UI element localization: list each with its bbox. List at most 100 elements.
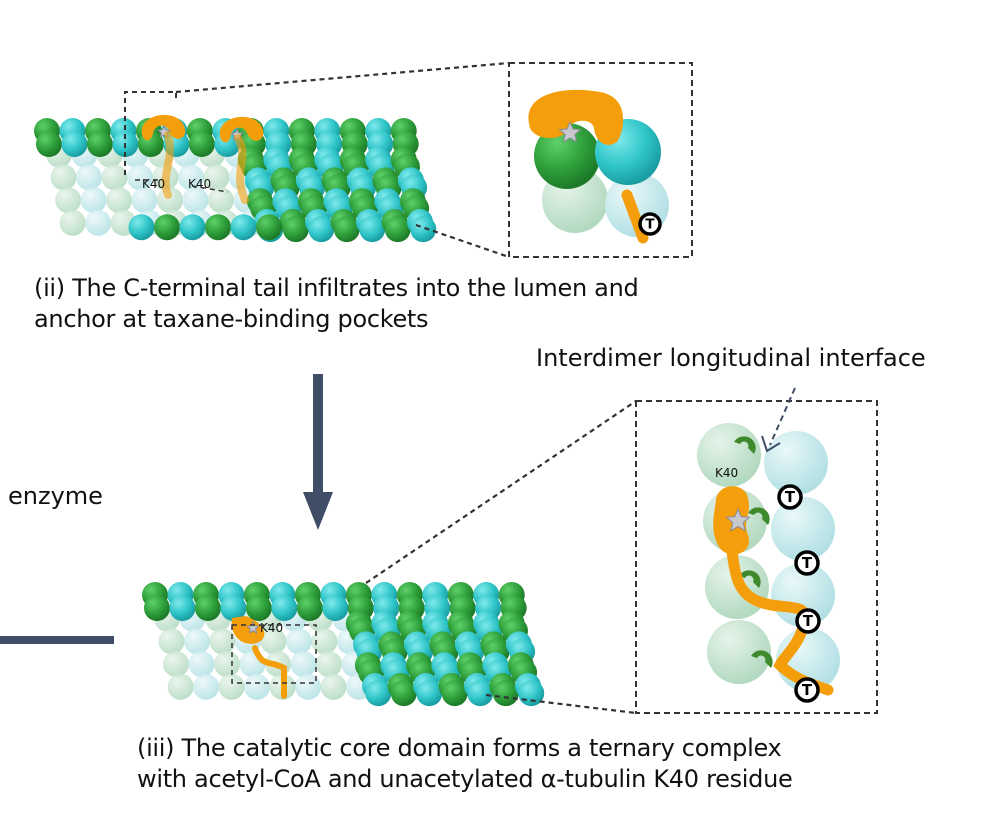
zoom-connector-line (175, 61, 510, 94)
caption-ii-line2: anchor at taxane-binding pockets (34, 305, 429, 333)
lumen-alpha-subunit (315, 651, 342, 678)
lumen-beta-subunit (244, 673, 271, 700)
alpha-tubulin-subunit (194, 595, 221, 621)
caption-iii: (iii) The catalytic core domain forms a … (137, 733, 793, 795)
alpha-tubulin-subunit (154, 214, 180, 241)
alpha-tubulin-subunit (441, 680, 468, 707)
alpha-tubulin-subunit (188, 131, 215, 157)
zoom-region-outline (231, 624, 317, 684)
lumen-alpha-subunit (158, 628, 185, 655)
lumen-beta-subunit (177, 164, 204, 191)
lumen-alpha-subunit (214, 651, 241, 678)
beta-tubulin-subunit (365, 680, 392, 707)
lumen-alpha-subunit (203, 164, 230, 191)
acetyl-coa-star-icon (246, 620, 260, 634)
lumen-alpha-subunit (218, 673, 245, 700)
taxane-marker-ring (638, 212, 662, 236)
taxane-pocket-marker: T (795, 608, 821, 634)
caption-ii: (ii) The C-terminal tail infiltrates int… (34, 273, 639, 335)
zoom-connector-line (415, 223, 510, 259)
lumen-alpha-subunit (260, 628, 287, 655)
taxane-pocket-marker: T (794, 677, 820, 703)
taxane-marker-ring (795, 608, 821, 634)
lumen-alpha-subunit (50, 164, 77, 191)
k40-pocket-icon (739, 570, 761, 588)
microtubule-panel-iii: K40 (142, 582, 545, 707)
lumen-beta-subunit (184, 628, 211, 655)
taxane-marker-label: T (802, 681, 813, 699)
lumen-alpha-subunit (207, 187, 234, 214)
lumen-beta-subunit (182, 187, 209, 214)
interface-pointer-head (761, 435, 781, 453)
inset-frame (508, 62, 693, 258)
alpha-tubulin-subunit (296, 595, 323, 621)
beta-tubulin-subunit (410, 216, 437, 243)
lumen-alpha-subunit (311, 628, 338, 655)
caption-iii-line2: with acetyl-CoA and unacetylated α-tubul… (137, 765, 793, 793)
beta-tubulin-subunit (61, 131, 88, 157)
lumen-beta-subunit (131, 187, 158, 214)
alpha-tubulin-subunit (86, 131, 113, 157)
lumen-alpha-subunit (209, 628, 236, 655)
acetyl-coa-star-icon (558, 120, 582, 143)
lumen-alpha-subunit (707, 620, 771, 684)
beta-tubulin-subunit (179, 214, 206, 241)
alpha-tubulin-subunit (143, 595, 170, 621)
lumen-beta-subunit (295, 673, 322, 700)
taxane-marker-label: T (785, 488, 796, 506)
enzyme-catalytic-domain (231, 616, 265, 644)
zoom-connector-line (365, 400, 637, 584)
lumen-beta-subunit (76, 164, 103, 191)
enzyme-label: enzyme (8, 482, 103, 510)
lumen-alpha-subunit (106, 187, 133, 214)
lumen-beta-subunit (193, 673, 220, 700)
k40-label: K40 (260, 621, 283, 635)
alpha-tubulin-subunit (256, 214, 282, 241)
lumen-beta-subunit (764, 431, 828, 495)
lumen-alpha-subunit (55, 187, 82, 214)
k40-pocket-icon (734, 436, 756, 454)
k40-pocket-icon (751, 650, 773, 668)
taxane-marker-ring (777, 484, 803, 510)
enzyme-c-terminal-tail (161, 131, 174, 199)
beta-tubulin-subunit (230, 214, 257, 241)
inset-frame (635, 400, 878, 714)
beta-tubulin-subunit (271, 595, 298, 621)
enzyme-c-terminal-tail (621, 189, 649, 244)
alpha-tubulin-subunit (534, 123, 600, 189)
left-connector-bar (0, 636, 114, 644)
acetyl-coa-star-icon (725, 507, 751, 532)
beta-tubulin-subunit (169, 595, 196, 621)
arrow-shaft (313, 374, 323, 496)
beta-tubulin-subunit (359, 216, 386, 243)
beta-tubulin-subunit (220, 595, 247, 621)
lumen-beta-subunit (126, 164, 153, 191)
lumen-beta-subunit (80, 187, 107, 214)
alpha-tubulin-subunit (282, 216, 309, 243)
lumen-alpha-subunit (163, 651, 190, 678)
interface-pointer (769, 387, 796, 446)
taxane-marker-label: T (645, 217, 655, 233)
zoom-region-outline (191, 185, 229, 193)
taxane-marker-label: T (803, 612, 814, 630)
enzyme-catalytic-domain (528, 89, 624, 145)
arrow-head (303, 492, 333, 530)
alpha-tubulin-subunit (205, 214, 231, 241)
enzyme-c-terminal-tail (252, 645, 287, 699)
lumen-alpha-subunit (101, 164, 128, 191)
k40-pocket-icon (748, 507, 770, 525)
caption-iii-line1: (iii) The catalytic core domain forms a … (137, 734, 782, 762)
enzyme-catalytic-domain (141, 114, 186, 141)
beta-tubulin-subunit (128, 214, 155, 241)
taxane-marker-label: T (802, 554, 813, 572)
zoom-connector-line (485, 693, 637, 715)
alpha-tubulin-subunit (384, 216, 411, 243)
alpha-tubulin-subunit (492, 680, 519, 707)
enzyme-c-terminal-tail (234, 134, 249, 204)
alpha-tubulin-subunit (245, 595, 272, 621)
lumen-beta-subunit (771, 497, 835, 561)
